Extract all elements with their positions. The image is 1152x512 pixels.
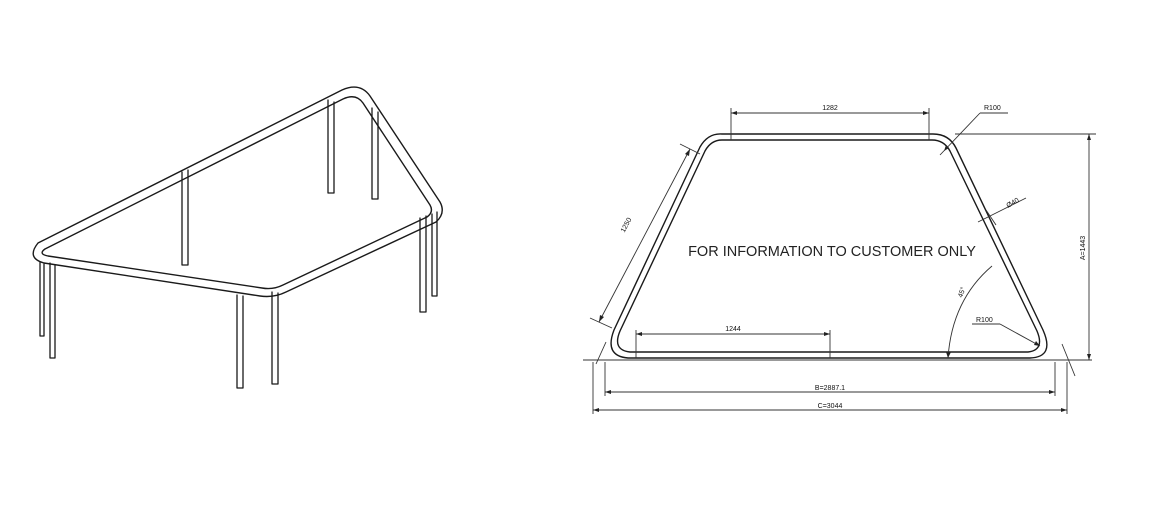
dim-tube-diameter: Ø40 <box>977 197 1027 226</box>
trapezoid-inner <box>616 139 1041 353</box>
frame-top-inner <box>41 96 433 290</box>
dim-B-label: B=2887.1 <box>815 385 845 392</box>
plan-view: 1282 1250 1244 B=2887.1 <box>583 105 1096 414</box>
dim-top-width: 1282 <box>730 105 930 140</box>
isometric-view <box>32 86 443 389</box>
dim-slant-length: 1250 <box>589 143 701 329</box>
dim-radius-bottom-label: R100 <box>976 317 993 324</box>
dim-B: B=2887.1 <box>605 385 1055 394</box>
dim-top-width-label: 1282 <box>822 105 838 112</box>
dim-angle: 45° <box>946 265 993 359</box>
dim-radius-bottom: R100 <box>972 317 1041 347</box>
dim-bottom-inner: 1244 <box>635 326 831 358</box>
dim-bottom-inner-label: 1244 <box>725 326 741 333</box>
dim-A: A=1443 <box>955 133 1096 360</box>
trapezoid-outer <box>610 133 1048 359</box>
dim-C: C=3044 <box>593 403 1067 412</box>
dim-radius-top: R100 <box>939 105 1008 156</box>
customer-info-note: FOR INFORMATION TO CUSTOMER ONLY <box>688 244 976 260</box>
dim-radius-top-label: R100 <box>984 105 1001 112</box>
dim-C-label: C=3044 <box>818 403 843 410</box>
dim-slant-length-label: 1250 <box>620 217 634 234</box>
legs <box>39 99 438 389</box>
dim-A-label: A=1443 <box>1080 236 1087 260</box>
dim-angle-label: 45° <box>956 286 967 299</box>
dim-tube-diameter-label: Ø40 <box>1006 197 1021 210</box>
frame-top-outer <box>32 86 443 298</box>
